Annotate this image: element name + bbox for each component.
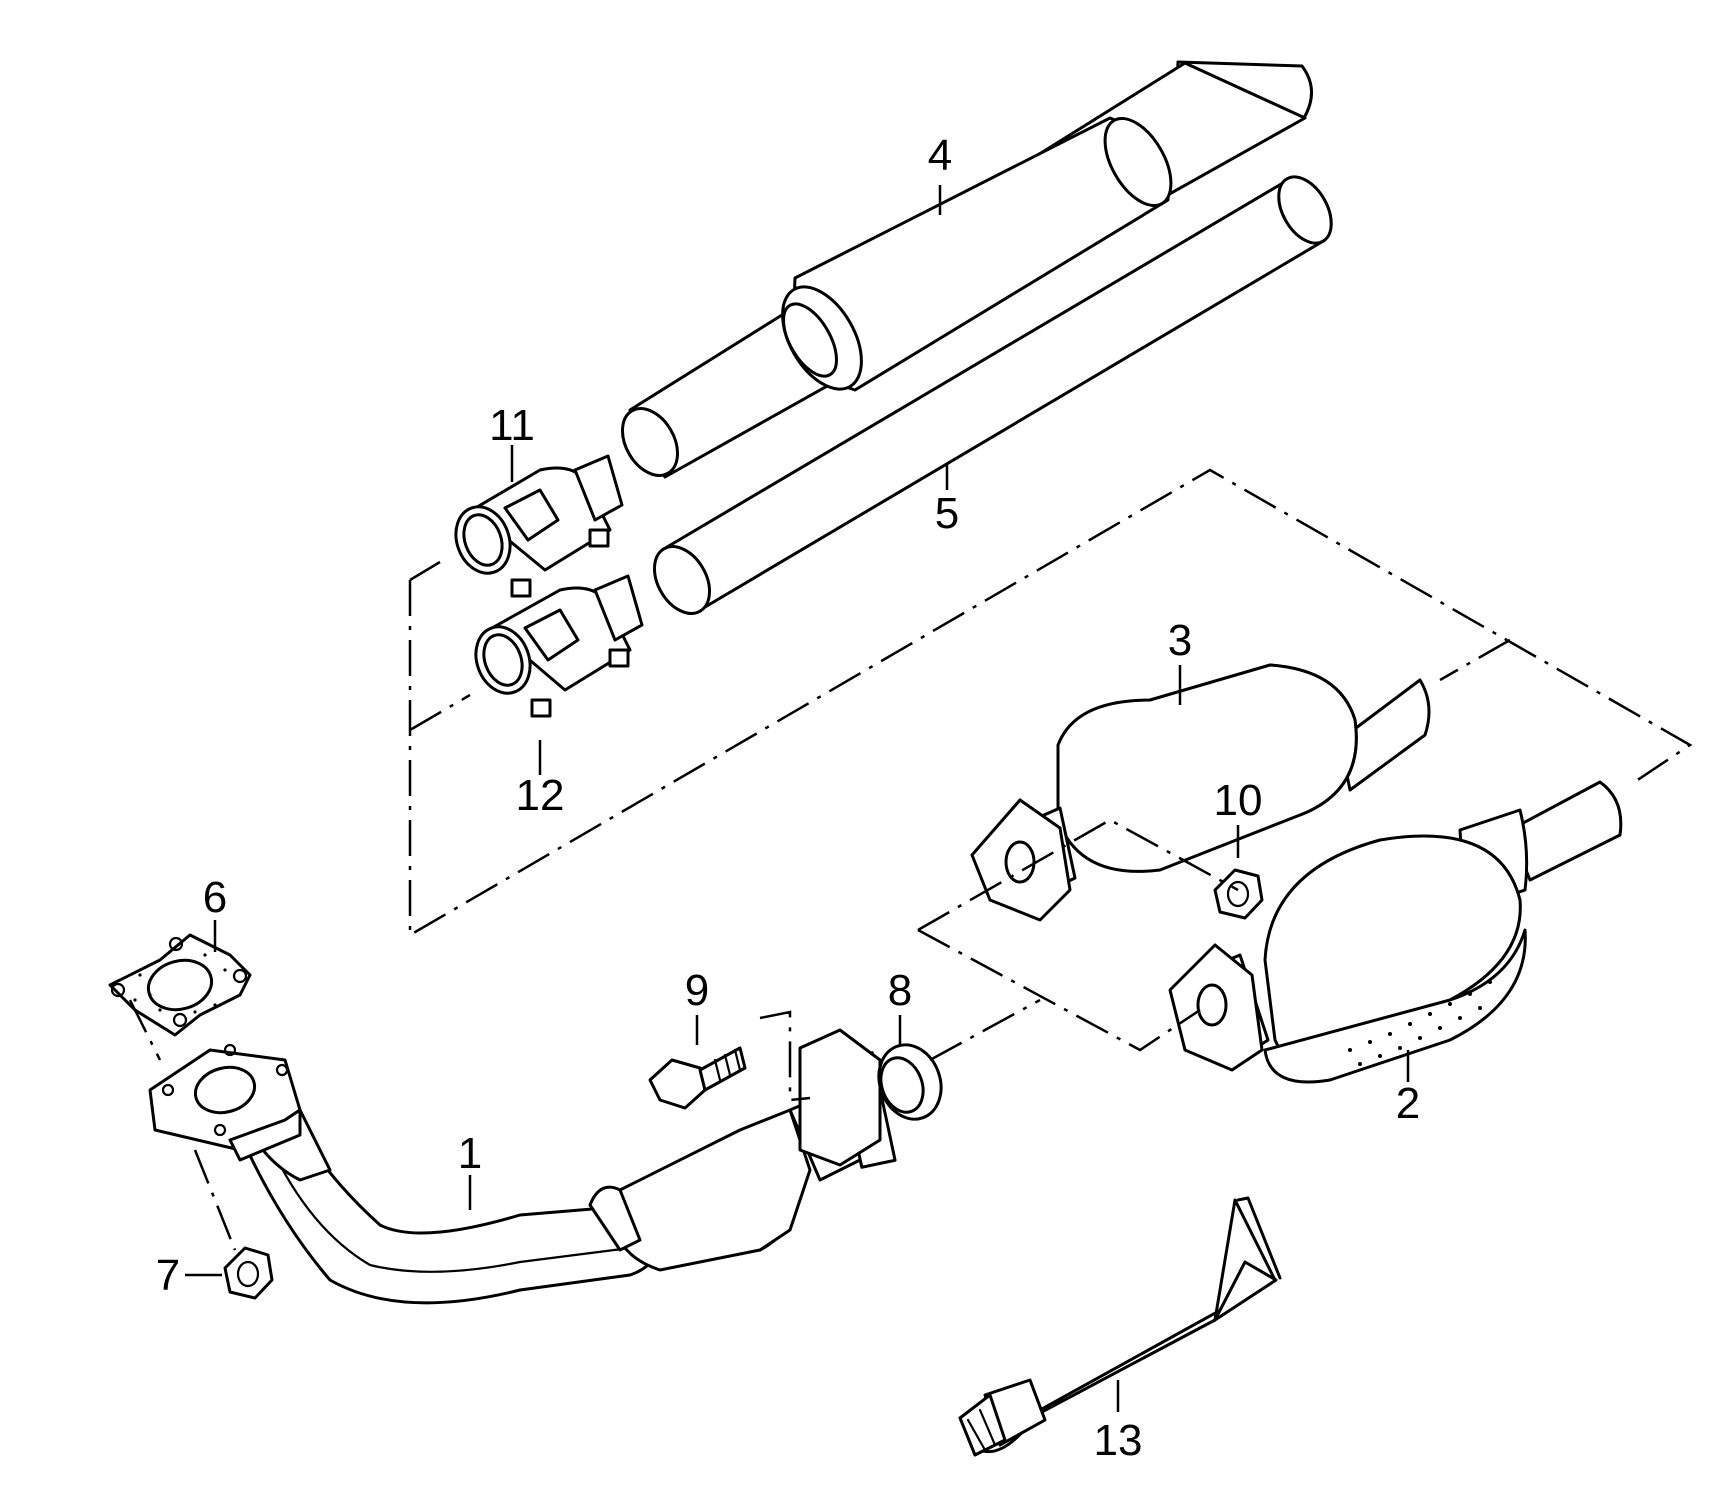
part-13-paste-tube[interactable] xyxy=(958,1196,1282,1457)
callout-13: 13 xyxy=(1094,1416,1143,1465)
leader-lines xyxy=(185,185,1410,1412)
part-12-clamp[interactable] xyxy=(467,574,644,718)
assembly-lines xyxy=(128,468,1693,1251)
part-2-catalytic-converter[interactable] xyxy=(1168,780,1623,1084)
part-3-silencer[interactable] xyxy=(970,663,1431,922)
callout-2: 2 xyxy=(1396,1079,1420,1128)
part-10-nut[interactable] xyxy=(1213,868,1264,920)
part-4-middle-silencer-pipe[interactable] xyxy=(611,60,1313,485)
callout-7: 7 xyxy=(156,1251,180,1300)
callout-5: 5 xyxy=(935,489,959,538)
callout-4: 4 xyxy=(928,131,952,180)
callout-10: 10 xyxy=(1214,776,1263,825)
callout-6: 6 xyxy=(203,873,227,922)
part-9-bolt[interactable] xyxy=(648,1046,747,1110)
callout-9: 9 xyxy=(685,966,709,1015)
callout-11: 11 xyxy=(489,401,535,450)
part-7-nut[interactable] xyxy=(223,1246,274,1300)
part-6-gasket[interactable] xyxy=(108,933,252,1037)
part-8-sealing-ring[interactable] xyxy=(869,1036,951,1128)
part-11-clamp[interactable] xyxy=(447,454,624,598)
callout-3: 3 xyxy=(1168,616,1192,665)
part-5-pipe[interactable] xyxy=(643,168,1342,623)
callout-8: 8 xyxy=(888,966,912,1015)
callout-labels: 4 5 11 12 3 10 2 1 6 7 9 8 13 xyxy=(156,131,1420,1465)
callout-12: 12 xyxy=(516,771,565,820)
part-1-front-pipe[interactable] xyxy=(148,1028,897,1305)
callout-1: 1 xyxy=(458,1129,482,1178)
